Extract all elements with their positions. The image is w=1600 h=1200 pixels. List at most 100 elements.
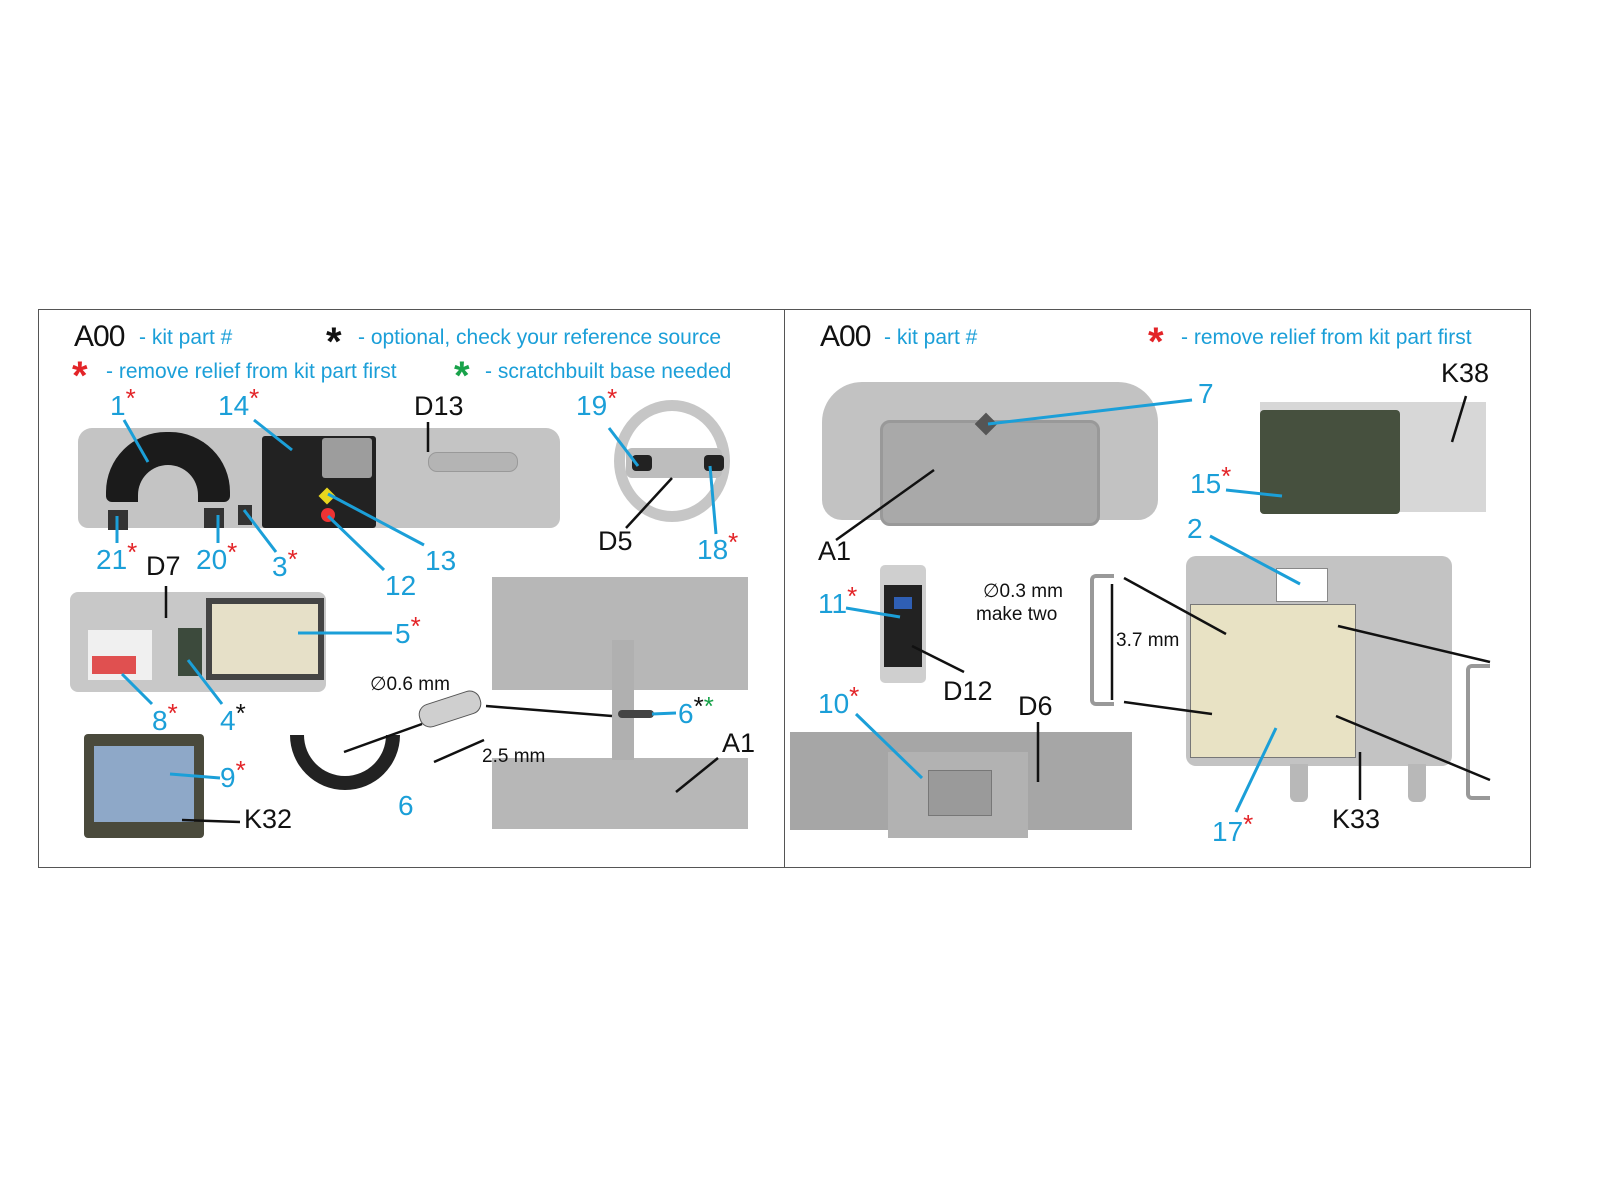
red-star-icon: * (410, 611, 421, 641)
callout-number: 8 (152, 705, 168, 736)
red-star-icon: * (167, 698, 178, 728)
callout-number: 21 (96, 544, 128, 575)
grille (880, 420, 1100, 526)
right-remove-relief-legend: - remove relief from kit part first (1181, 326, 1472, 349)
callout-8: 8* (152, 700, 178, 736)
red-button-12 (321, 508, 335, 522)
overhead-post (612, 640, 634, 760)
callout-number: 3 (272, 551, 288, 582)
callout-19: 19* (576, 385, 617, 420)
callout-number: 4 (220, 705, 236, 736)
black-star-icon: * (235, 698, 246, 728)
green-star-icon: * (703, 691, 714, 721)
red-star-icon: * (249, 383, 260, 413)
part-d6: D6 (1018, 691, 1053, 721)
callout-number: 15 (1190, 468, 1222, 499)
callout-6-gauge: 6 (398, 790, 414, 821)
switch-21 (108, 510, 128, 530)
callout-12: 12 (385, 570, 417, 601)
small-gauge-6-installed (618, 710, 654, 718)
red-star-icon: * (1221, 461, 1232, 491)
black-star-icon: * (693, 691, 704, 721)
console-panel-10 (928, 770, 992, 816)
left-kit-label: - kit part # (139, 326, 233, 349)
optional-legend: - optional, check your reference source (358, 326, 722, 349)
callout-21: 21* (96, 539, 137, 575)
red-star-icon: * (235, 755, 246, 785)
dimension-diameter-0-6: ∅0.6 mm (370, 674, 450, 695)
right-panel (784, 309, 1531, 868)
shifter-screen (894, 597, 912, 609)
red-star-icon: * (1243, 809, 1254, 839)
right-kit-label: - kit part # (884, 326, 978, 349)
callout-number: 11 (818, 588, 848, 619)
remove-relief-legend: - remove relief from kit part first (106, 360, 397, 383)
callout-18: 18* (697, 529, 738, 565)
radio-panels-15 (1260, 410, 1400, 514)
label-plate-2 (1276, 568, 1328, 602)
small-panel-4 (178, 628, 202, 676)
callout-9: 9* (220, 757, 246, 793)
green-star-icon: * (454, 354, 470, 398)
callout-20: 20* (196, 539, 237, 575)
callout-5: 5* (395, 613, 421, 649)
callout-number: 9 (220, 762, 236, 793)
callout-14: 14* (218, 385, 259, 421)
part-k33: K33 (1332, 804, 1381, 834)
cluster-hood (138, 465, 198, 525)
switch-3 (238, 505, 252, 525)
callout-2: 2 (1187, 513, 1203, 544)
red-star-icon: * (1148, 320, 1164, 364)
red-star-icon: * (127, 537, 138, 567)
callout-number: 6 (678, 698, 694, 729)
red-star-icon: * (125, 383, 136, 413)
handle-right (1466, 664, 1490, 800)
callout-number: 17 (1212, 816, 1244, 847)
control-panel-17 (1190, 604, 1356, 758)
switch-20 (204, 508, 224, 528)
callout-11: 11* (818, 583, 857, 619)
callout-15: 15* (1190, 463, 1231, 499)
box-leg-right (1408, 764, 1426, 802)
make-two-note: make two (976, 604, 1058, 625)
callout-number: 20 (196, 544, 228, 575)
callout-number: 10 (818, 688, 850, 719)
callout-3: 3* (272, 546, 298, 582)
red-star-icon: * (287, 544, 298, 574)
part-d13: D13 (414, 391, 464, 421)
part-k38: K38 (1441, 358, 1490, 388)
callout-4: 4* (220, 700, 246, 736)
callout-7: 7 (1198, 378, 1214, 409)
callout-number: 1 (110, 390, 126, 421)
red-star-icon: * (849, 681, 860, 711)
callout-number: 5 (395, 618, 411, 649)
part-d5: D5 (598, 526, 633, 556)
red-star-icon: * (728, 527, 739, 557)
handle-left (1090, 574, 1114, 706)
callout-17: 17* (1212, 811, 1253, 847)
red-star-icon: * (227, 537, 238, 567)
red-star-icon: * (72, 354, 88, 398)
part-a1-left: A1 (722, 728, 756, 758)
right-kit-code: A00 (820, 320, 871, 353)
callout-1: 1* (110, 385, 136, 421)
red-star-icon: * (847, 581, 858, 611)
dimension-length-3-7: 3.7 mm (1116, 630, 1180, 651)
dimension-diameter-0-3: ∅0.3 mm (983, 581, 1063, 602)
part-a1-right: A1 (818, 536, 852, 566)
black-star-icon: * (326, 320, 342, 364)
console-recess (322, 438, 372, 478)
callout-13: 13 (425, 545, 457, 576)
part-d7: D7 (146, 551, 181, 581)
callout-number: 14 (218, 390, 250, 421)
red-switches-8 (92, 656, 136, 674)
red-star-icon: * (607, 383, 618, 413)
left-kit-code: A00 (74, 320, 125, 353)
callout-number: 18 (697, 534, 729, 565)
callout-10: 10* (818, 683, 859, 719)
box-leg-left (1290, 764, 1308, 802)
dimension-length-2-5: 2.5 mm (482, 746, 546, 767)
wheel-switch-19 (632, 455, 652, 471)
vent-d13 (428, 452, 518, 472)
wheel-switch-18 (704, 455, 724, 471)
